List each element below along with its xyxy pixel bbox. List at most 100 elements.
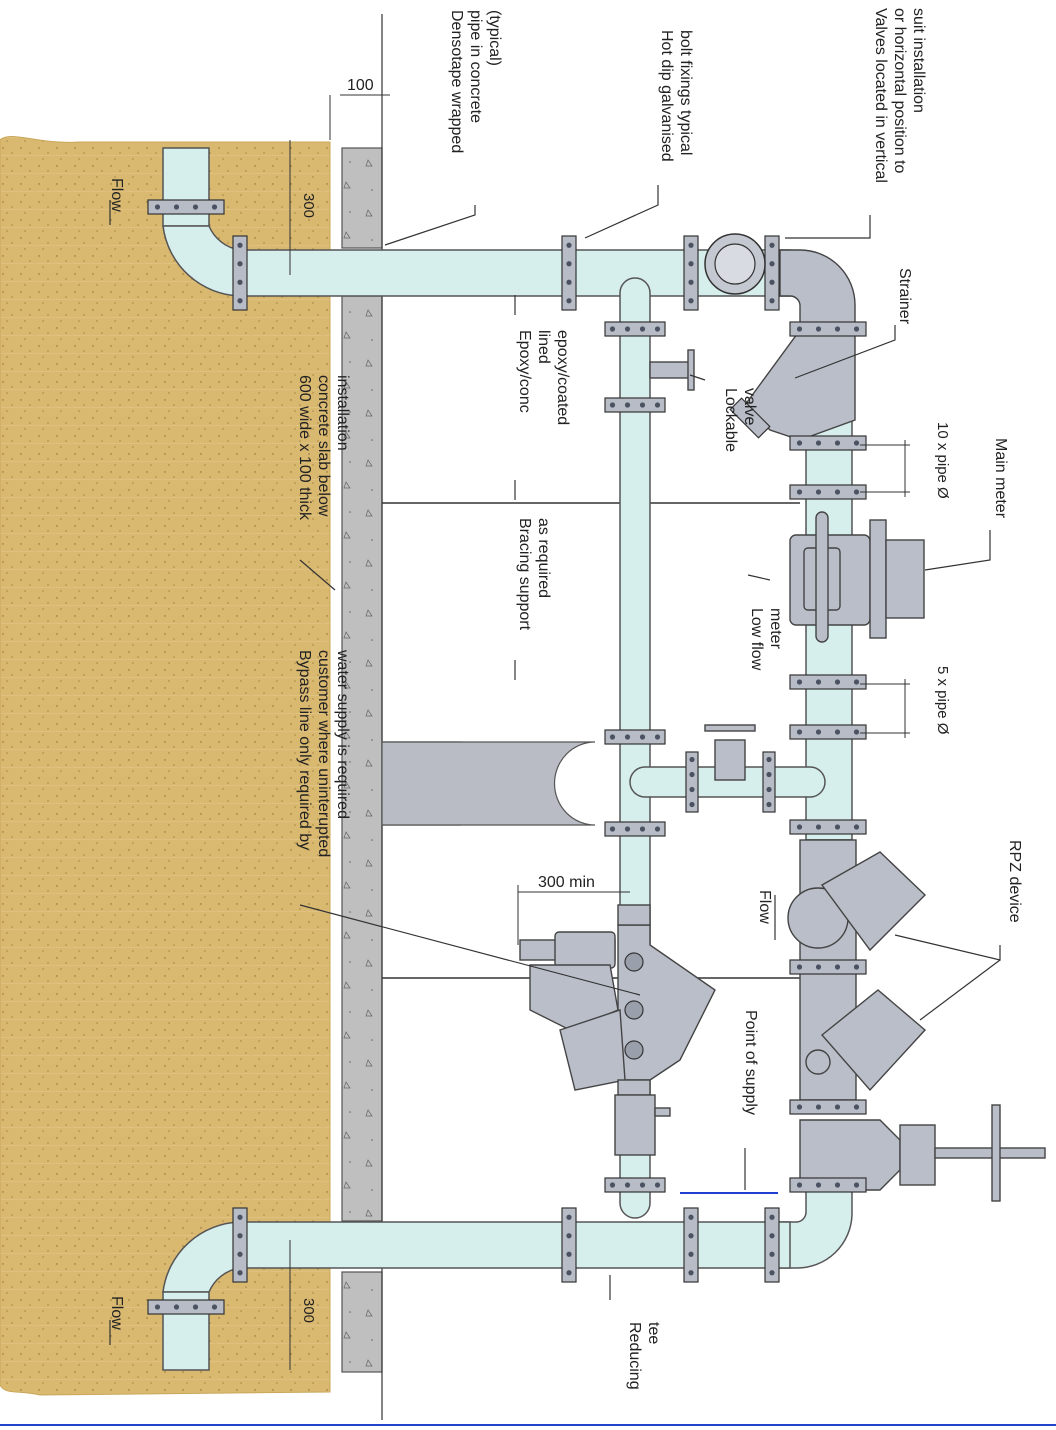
- pipe-flange: [762, 751, 776, 813]
- label-low-flow-line: Low flow: [748, 608, 765, 671]
- label-strainer-line: Strainer: [896, 268, 913, 325]
- label-bypass-line: water supply is required: [334, 649, 351, 819]
- flange-bolt: [766, 756, 772, 763]
- flange-bolt: [689, 771, 695, 778]
- flange-bolt: [834, 326, 841, 332]
- label-epoxy-line: epoxy/coated: [554, 330, 571, 425]
- flange-bolt: [769, 1270, 775, 1276]
- dimension-10-pipe: [860, 440, 910, 497]
- flange-bolt: [237, 1270, 243, 1276]
- flange-bolt: [853, 1104, 860, 1110]
- flange-bolt: [769, 261, 775, 267]
- rpz-relief-valve-lower: [820, 989, 927, 1092]
- crosslink-valve: [714, 739, 746, 781]
- label-rpz-line: RPZ device: [1006, 840, 1023, 923]
- flange-bolt: [796, 729, 803, 735]
- label-flow-bottom-line: Flow: [108, 1296, 125, 1330]
- flange-bolt: [815, 489, 822, 495]
- label-main-meter-line: Main meter: [992, 438, 1009, 519]
- flange-bolt: [688, 1251, 694, 1257]
- pipe-flange: [789, 435, 867, 451]
- bypass-rpz-relief-cap: [554, 931, 616, 969]
- pipe-flange: [147, 1299, 225, 1315]
- leaders: [109, 185, 1001, 1345]
- flange-bolt: [654, 402, 661, 408]
- pipe-flange: [685, 751, 699, 813]
- label-slab-line: concrete slab below: [315, 375, 332, 517]
- pipe-flange: [789, 674, 867, 690]
- flange-bolt: [853, 1182, 860, 1188]
- bracing-support-block: [381, 741, 596, 826]
- flange-bolt: [853, 679, 860, 685]
- dimension-100: [329, 94, 390, 140]
- flange-bolt: [237, 1214, 243, 1220]
- label-reducing-tee-line: Reducing: [626, 1322, 643, 1390]
- bypass-valve-handle: [687, 349, 695, 391]
- flange-bolt: [688, 242, 694, 248]
- pipe-flange: [604, 729, 666, 745]
- flange-bolt: [815, 679, 822, 685]
- pipe-flange: [683, 235, 699, 311]
- label-epoxy-line: lined: [535, 330, 552, 364]
- concrete-encasement-bottom: [341, 1271, 383, 1373]
- flange-bolt: [237, 279, 243, 285]
- flange-bolt: [639, 326, 646, 332]
- pipe-flange: [789, 1099, 867, 1115]
- label-ten-pipe-line: 10 x pipe Ø: [934, 422, 951, 499]
- strainer-elbow: [779, 249, 856, 331]
- label-bracing-line: Bracing support: [516, 518, 533, 631]
- flange-bolt: [815, 824, 822, 830]
- concrete-slab: [341, 295, 383, 1222]
- flange-bolt: [566, 298, 572, 304]
- flange-bolt: [769, 242, 775, 248]
- flange-bolt: [154, 1304, 161, 1310]
- flange-bolt: [834, 679, 841, 685]
- label-flow-mid: Flow: [756, 890, 773, 924]
- label-five-pipe: 5 x pipe Ø: [934, 666, 951, 735]
- flange-bolt: [566, 261, 572, 267]
- label-bypass-line: Bypass line only required by: [296, 650, 313, 850]
- label-reducing-tee-line: tee: [645, 1322, 662, 1344]
- flange-bolt: [769, 1251, 775, 1257]
- pipe-flange: [604, 1177, 666, 1193]
- outlet-pipe-horizontal: [239, 1221, 791, 1269]
- flange-bolt: [654, 1182, 661, 1188]
- label-bypass-line: customer where uninterupted: [315, 650, 332, 857]
- label-300-min: 300 min: [538, 874, 595, 891]
- label-dim-300-top: 300: [300, 193, 317, 218]
- pipe-flange: [147, 199, 225, 215]
- soil-area: [0, 136, 331, 1396]
- rpz-relief-valve-upper: [820, 851, 927, 952]
- label-point-supply: Point of supply: [742, 1010, 759, 1115]
- flange-bolt: [815, 729, 822, 735]
- flange-bolt: [796, 326, 803, 332]
- flange-bolt: [769, 1214, 775, 1220]
- label-ten-pipe: 10 x pipe Ø: [934, 422, 951, 499]
- flange-bolt: [624, 826, 631, 832]
- concrete-encasement-top: [341, 147, 383, 249]
- flange-bolt: [609, 1182, 616, 1188]
- dimension-5-pipe: [860, 679, 910, 738]
- flange-bolt: [173, 1304, 180, 1310]
- flange-bolt: [769, 1233, 775, 1239]
- flange-bolt: [211, 204, 218, 210]
- label-slab-line: installation: [334, 375, 351, 451]
- flange-bolt: [834, 1104, 841, 1110]
- flange-bolt: [834, 489, 841, 495]
- flange-bolt: [624, 734, 631, 740]
- label-point-supply-line: Point of supply: [742, 1010, 759, 1115]
- flange-bolt: [766, 801, 772, 808]
- pipe-flange: [604, 821, 666, 837]
- pipe-flange: [789, 1177, 867, 1193]
- flange-bolt: [796, 1182, 803, 1188]
- label-bracing-line: as required: [535, 518, 552, 598]
- flange-bolt: [689, 786, 695, 793]
- flange-bolt: [689, 801, 695, 808]
- flange-bolt: [654, 326, 661, 332]
- label-flow-mid-line: Flow: [756, 890, 773, 924]
- flange-bolt: [609, 326, 616, 332]
